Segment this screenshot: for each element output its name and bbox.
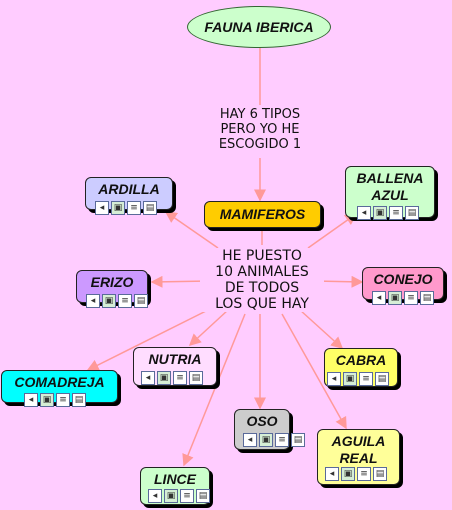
document-icon[interactable]: ≡ — [389, 206, 403, 220]
concept-label: ERIZO — [90, 274, 134, 290]
webpage-icon[interactable]: ▤ — [134, 294, 148, 308]
link-phrase-line: ESCOGIDO 1 — [218, 137, 302, 152]
resource-icons-0: ◂▣≡▤ — [95, 201, 157, 215]
audio-icon[interactable]: ◂ — [372, 291, 386, 305]
image-icon[interactable]: ▣ — [343, 372, 357, 386]
link-phrase-line: LOS QUE HAY — [215, 296, 309, 312]
link-phrase-line: 10 ANIMALES — [215, 264, 309, 280]
resource-icons-3: ◂▣≡▤ — [372, 291, 434, 305]
webpage-icon[interactable]: ▤ — [405, 206, 419, 220]
image-icon[interactable]: ▣ — [164, 489, 178, 503]
resource-icons-8: ◂▣≡▤ — [325, 467, 387, 481]
resource-icons-6: ◂▣≡▤ — [24, 393, 86, 407]
webpage-icon[interactable]: ▤ — [291, 433, 305, 447]
document-icon[interactable]: ≡ — [275, 433, 289, 447]
concept-label: CONEJO — [373, 271, 433, 287]
webpage-icon[interactable]: ▤ — [196, 489, 210, 503]
webpage-icon[interactable]: ▤ — [72, 393, 86, 407]
image-icon[interactable]: ▣ — [102, 294, 116, 308]
link-phrase-line: PERO YO HE — [220, 122, 300, 137]
document-icon[interactable]: ≡ — [359, 372, 373, 386]
document-icon[interactable]: ≡ — [173, 371, 187, 385]
webpage-icon[interactable]: ▤ — [420, 291, 434, 305]
concept-label: ARDILLA — [98, 181, 160, 197]
document-icon[interactable]: ≡ — [180, 489, 194, 503]
link-ardilla — [164, 211, 219, 249]
audio-icon[interactable]: ◂ — [148, 489, 162, 503]
link-phrase-category: HE PUESTO 10 ANIMALES DE TODOS LOS QUE H… — [200, 248, 324, 312]
concept-label: OSO — [246, 413, 278, 429]
audio-icon[interactable]: ◂ — [357, 206, 371, 220]
link-phrase-root: HAY 6 TIPOS PERO YO HE ESCOGIDO 1 — [196, 107, 324, 152]
audio-icon[interactable]: ◂ — [325, 467, 339, 481]
concept-label: LINCE — [154, 471, 196, 487]
audio-icon[interactable]: ◂ — [95, 201, 109, 215]
resource-icons-1: ◂▣≡▤ — [357, 206, 419, 220]
link-nutria — [188, 309, 229, 347]
audio-icon[interactable]: ◂ — [327, 372, 341, 386]
document-icon[interactable]: ≡ — [118, 294, 132, 308]
resource-icons-4: ◂▣≡▤ — [141, 371, 203, 385]
link-comadreja — [86, 303, 221, 371]
link-phrase-line: DE TODOS — [224, 280, 300, 296]
audio-icon[interactable]: ◂ — [141, 371, 155, 385]
image-icon[interactable]: ▣ — [40, 393, 54, 407]
resource-icons-9: ◂▣≡▤ — [148, 489, 210, 503]
link-aguila — [281, 313, 347, 430]
link-ballena — [307, 213, 358, 249]
audio-icon[interactable]: ◂ — [24, 393, 38, 407]
concept-label: COMADREJA — [14, 374, 105, 390]
link-cabra — [299, 309, 344, 350]
link-phrase-line: HAY 6 TIPOS — [219, 107, 301, 122]
document-icon[interactable]: ≡ — [404, 291, 418, 305]
image-icon[interactable]: ▣ — [388, 291, 402, 305]
image-icon[interactable]: ▣ — [373, 206, 387, 220]
category-concept[interactable]: MAMIFEROS — [204, 201, 321, 228]
link-lince — [182, 313, 246, 467]
image-icon[interactable]: ▣ — [259, 433, 273, 447]
category-concept-label: MAMIFEROS — [219, 206, 306, 222]
webpage-icon[interactable]: ▤ — [373, 467, 387, 481]
audio-icon[interactable]: ◂ — [86, 294, 100, 308]
document-icon[interactable]: ≡ — [357, 467, 371, 481]
concept-label: CABRA — [335, 352, 387, 368]
image-icon[interactable]: ▣ — [341, 467, 355, 481]
concept-label: BALLENA AZUL — [356, 170, 424, 203]
resource-icons-5: ◂▣≡▤ — [327, 372, 389, 386]
resource-icons-2: ◂▣≡▤ — [86, 294, 148, 308]
concept-label: NUTRIA — [148, 351, 202, 367]
document-icon[interactable]: ≡ — [127, 201, 141, 215]
webpage-icon[interactable]: ▤ — [189, 371, 203, 385]
image-icon[interactable]: ▣ — [111, 201, 125, 215]
root-concept-label: FAUNA IBERICA — [204, 18, 314, 35]
image-icon[interactable]: ▣ — [157, 371, 171, 385]
webpage-icon[interactable]: ▤ — [143, 201, 157, 215]
concept-label: AGUILA REAL — [331, 433, 386, 466]
root-concept[interactable]: FAUNA IBERICA — [187, 6, 331, 48]
audio-icon[interactable]: ◂ — [243, 433, 257, 447]
link-phrase-line: HE PUESTO — [222, 248, 302, 264]
document-icon[interactable]: ≡ — [56, 393, 70, 407]
resource-icons-7: ◂▣≡▤ — [243, 433, 305, 447]
webpage-icon[interactable]: ▤ — [375, 372, 389, 386]
